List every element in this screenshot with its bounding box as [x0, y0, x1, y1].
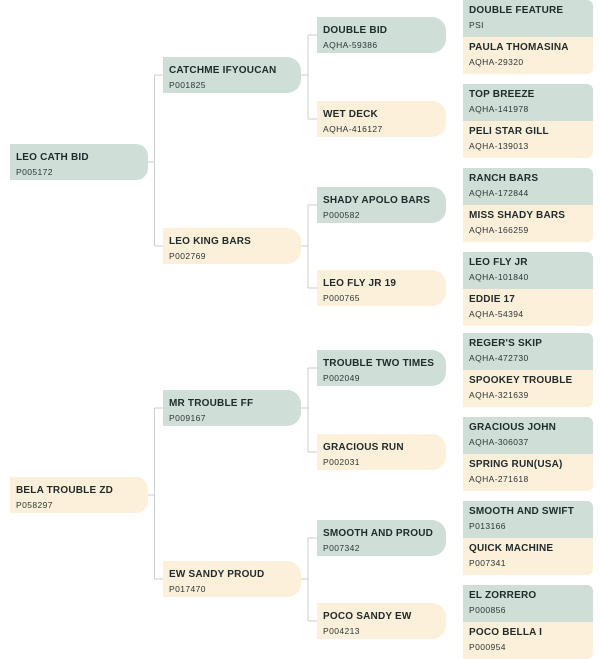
pedigree-node[interactable]: PAULA THOMASINA AQHA-29320: [463, 37, 593, 74]
pedigree-node[interactable]: DOUBLE BID AQHA-59386: [317, 17, 446, 53]
registration-number: AQHA-472730: [469, 353, 529, 363]
registration-number: AQHA-141978: [469, 104, 529, 114]
registration-number: P000765: [323, 293, 360, 303]
registration-number: AQHA-101840: [469, 272, 529, 282]
registration-number: P017470: [169, 584, 206, 594]
registration-number: P000582: [323, 210, 360, 220]
registration-number: P004213: [323, 626, 360, 636]
horse-name: EL ZORRERO: [469, 590, 537, 601]
pedigree-node[interactable]: LEO FLY JR AQHA-101840: [463, 252, 593, 289]
registration-number: P000954: [469, 642, 506, 652]
pedigree-node[interactable]: EL ZORRERO P000856: [463, 585, 593, 622]
pedigree-node[interactable]: POCO BELLA I P000954: [463, 622, 593, 659]
horse-name: PELI STAR GILL: [469, 126, 549, 137]
pedigree-node[interactable]: EDDIE 17 AQHA-54394: [463, 289, 593, 326]
horse-name: EDDIE 17: [469, 294, 516, 305]
connector-line: [301, 204, 317, 289]
horse-name: LEO FLY JR: [469, 257, 528, 268]
pedigree-node[interactable]: QUICK MACHINE P007341: [463, 538, 593, 575]
registration-number: P009167: [169, 413, 206, 423]
registration-number: AQHA-172844: [469, 188, 529, 198]
horse-name: DOUBLE BID: [323, 25, 388, 36]
horse-name: SPRING RUN(USA): [469, 459, 563, 470]
registration-number: AQHA-321639: [469, 390, 529, 400]
registration-number: P002049: [323, 373, 360, 383]
connector-line: [301, 537, 317, 622]
pedigree-node[interactable]: PELI STAR GILL AQHA-139013: [463, 121, 593, 158]
registration-number: P001825: [169, 80, 206, 90]
registration-number: P005172: [16, 167, 53, 177]
horse-name: RANCH BARS: [469, 173, 539, 184]
pedigree-node[interactable]: TOP BREEZE AQHA-141978: [463, 84, 593, 121]
connector-line: [301, 367, 317, 453]
horse-name: MISS SHADY BARS: [469, 210, 566, 221]
horse-name: PAULA THOMASINA: [469, 42, 569, 53]
pedigree-node[interactable]: DOUBLE FEATURE PSI: [463, 0, 593, 37]
pedigree-node[interactable]: BELA TROUBLE ZD P058297: [10, 477, 148, 513]
horse-name: WET DECK: [323, 109, 378, 120]
registration-number: AQHA-59386: [323, 40, 378, 50]
registration-number: AQHA-306037: [469, 437, 529, 447]
horse-name: DOUBLE FEATURE: [469, 5, 564, 16]
horse-name: GRACIOUS JOHN: [469, 422, 557, 433]
pedigree-node[interactable]: EW SANDY PROUD P017470: [163, 561, 301, 597]
registration-number: P002769: [169, 251, 206, 261]
horse-name: SPOOKEY TROUBLE: [469, 375, 573, 386]
horse-name: REGER'S SKIP: [469, 338, 543, 349]
pedigree-node[interactable]: SPOOKEY TROUBLE AQHA-321639: [463, 370, 593, 407]
pedigree-node[interactable]: CATCHME IFYOUCAN P001825: [163, 57, 301, 93]
pedigree-node[interactable]: TROUBLE TWO TIMES P002049: [317, 350, 446, 386]
horse-name: LEO KING BARS: [169, 236, 252, 247]
horse-name: SMOOTH AND SWIFT: [469, 506, 575, 517]
connector-line: [148, 407, 163, 580]
pedigree-node[interactable]: WET DECK AQHA-416127: [317, 101, 446, 137]
horse-name: QUICK MACHINE: [469, 543, 554, 554]
pedigree-node[interactable]: SHADY APOLO BARS P000582: [317, 187, 446, 223]
connector-line: [301, 34, 317, 120]
pedigree-node[interactable]: MISS SHADY BARS AQHA-166259: [463, 205, 593, 242]
registration-number: P000856: [469, 605, 506, 615]
horse-name: MR TROUBLE FF: [169, 398, 254, 409]
pedigree-node[interactable]: RANCH BARS AQHA-172844: [463, 168, 593, 205]
registration-number: PSI: [469, 20, 484, 30]
horse-name: LEO FLY JR 19: [323, 278, 397, 289]
horse-name: SMOOTH AND PROUD: [323, 528, 434, 539]
registration-number: AQHA-54394: [469, 309, 524, 319]
horse-name: POCO SANDY EW: [323, 611, 412, 622]
registration-number: AQHA-416127: [323, 124, 383, 134]
registration-number: P013166: [469, 521, 506, 531]
pedigree-node[interactable]: SPRING RUN(USA) AQHA-271618: [463, 454, 593, 491]
pedigree-node[interactable]: LEO KING BARS P002769: [163, 228, 301, 264]
registration-number: P002031: [323, 457, 360, 467]
registration-number: P007342: [323, 543, 360, 553]
registration-number: AQHA-271618: [469, 474, 529, 484]
registration-number: P058297: [16, 500, 53, 510]
pedigree-node[interactable]: LEO CATH BID P005172: [10, 144, 148, 180]
registration-number: AQHA-166259: [469, 225, 529, 235]
horse-name: TROUBLE TWO TIMES: [323, 358, 435, 369]
horse-name: BELA TROUBLE ZD: [16, 485, 114, 496]
horse-name: LEO CATH BID: [16, 152, 89, 163]
pedigree-node[interactable]: GRACIOUS RUN P002031: [317, 434, 446, 470]
pedigree-node[interactable]: REGER'S SKIP AQHA-472730: [463, 333, 593, 370]
registration-number: P007341: [469, 558, 506, 568]
pedigree-node[interactable]: LEO FLY JR 19 P000765: [317, 270, 446, 306]
pedigree-node[interactable]: SMOOTH AND PROUD P007342: [317, 520, 446, 556]
registration-number: AQHA-139013: [469, 141, 529, 151]
connector-line: [148, 74, 163, 247]
pedigree-node[interactable]: GRACIOUS JOHN AQHA-306037: [463, 417, 593, 454]
pedigree-node[interactable]: MR TROUBLE FF P009167: [163, 390, 301, 426]
horse-name: GRACIOUS RUN: [323, 442, 404, 453]
horse-name: TOP BREEZE: [469, 89, 535, 100]
horse-name: CATCHME IFYOUCAN: [169, 65, 277, 76]
registration-number: AQHA-29320: [469, 57, 524, 67]
horse-name: EW SANDY PROUD: [169, 569, 265, 580]
horse-name: SHADY APOLO BARS: [323, 195, 431, 206]
horse-name: POCO BELLA I: [469, 627, 543, 638]
pedigree-node[interactable]: POCO SANDY EW P004213: [317, 603, 446, 639]
pedigree-node[interactable]: SMOOTH AND SWIFT P013166: [463, 501, 593, 538]
